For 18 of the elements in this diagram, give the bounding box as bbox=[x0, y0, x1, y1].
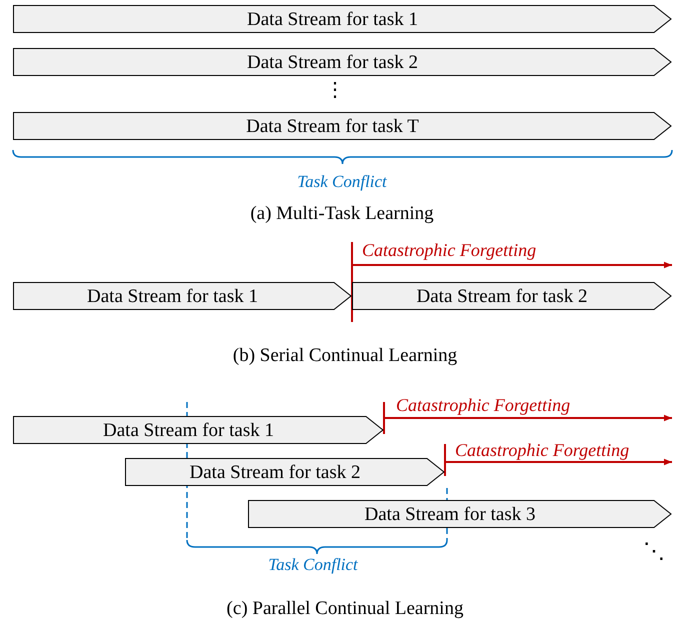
annotation-text: Task Conflict bbox=[268, 556, 358, 573]
annotation-text: Catastrophic Forgetting bbox=[362, 241, 536, 259]
figure-caption: (a) Multi-Task Learning bbox=[250, 204, 434, 223]
annotation-text: Catastrophic Forgetting bbox=[455, 441, 630, 459]
stream-label: Data Stream for task 1 bbox=[86, 284, 259, 308]
annotation-text: Catastrophic Forgetting bbox=[396, 396, 570, 414]
stream-label: Data Stream for task 2 bbox=[188, 460, 362, 484]
stream-label: Data Stream for task 1 bbox=[102, 418, 275, 442]
figure-caption: (c) Parallel Continual Learning bbox=[226, 599, 464, 618]
stream-label: Data Stream for task 1 bbox=[246, 8, 419, 32]
figure-caption: (b) Serial Continual Learning bbox=[232, 346, 458, 365]
stream-label: Data Stream for task T bbox=[245, 114, 420, 138]
stream-label: Data Stream for task 3 bbox=[364, 502, 536, 526]
stream-label: Data Stream for task 2 bbox=[246, 50, 419, 74]
ellipsis-mark: ⋮ bbox=[325, 80, 345, 100]
stream-label: Data Stream for task 2 bbox=[416, 284, 588, 308]
annotation-text: Task Conflict bbox=[297, 173, 387, 190]
ellipsis-mark: ⋱ bbox=[643, 540, 665, 562]
